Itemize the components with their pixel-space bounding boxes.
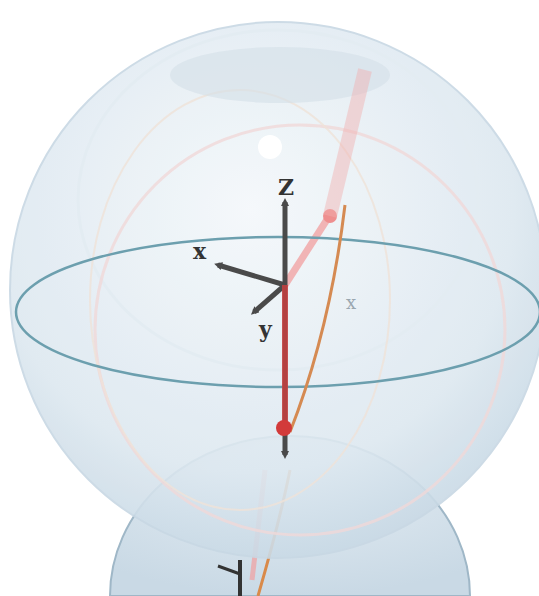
faint-axis-label: x	[346, 294, 356, 312]
state-trail	[330, 70, 365, 216]
state-point	[276, 420, 292, 436]
equator	[16, 237, 539, 387]
specular-highlight	[258, 135, 282, 159]
sphere-highlight	[78, 30, 478, 370]
axis-label: Z	[278, 176, 294, 198]
state-vector	[285, 218, 328, 285]
z-axis	[283, 202, 288, 285]
bloch-sphere	[10, 22, 539, 558]
reflection-axis	[218, 566, 240, 574]
trajectory	[290, 205, 345, 432]
x-axis	[218, 265, 285, 285]
y-axis	[254, 285, 285, 312]
axis-label: y	[259, 318, 272, 340]
state-vector	[282, 285, 288, 426]
axis-label: x	[193, 240, 206, 262]
reflection-axis	[238, 560, 242, 596]
